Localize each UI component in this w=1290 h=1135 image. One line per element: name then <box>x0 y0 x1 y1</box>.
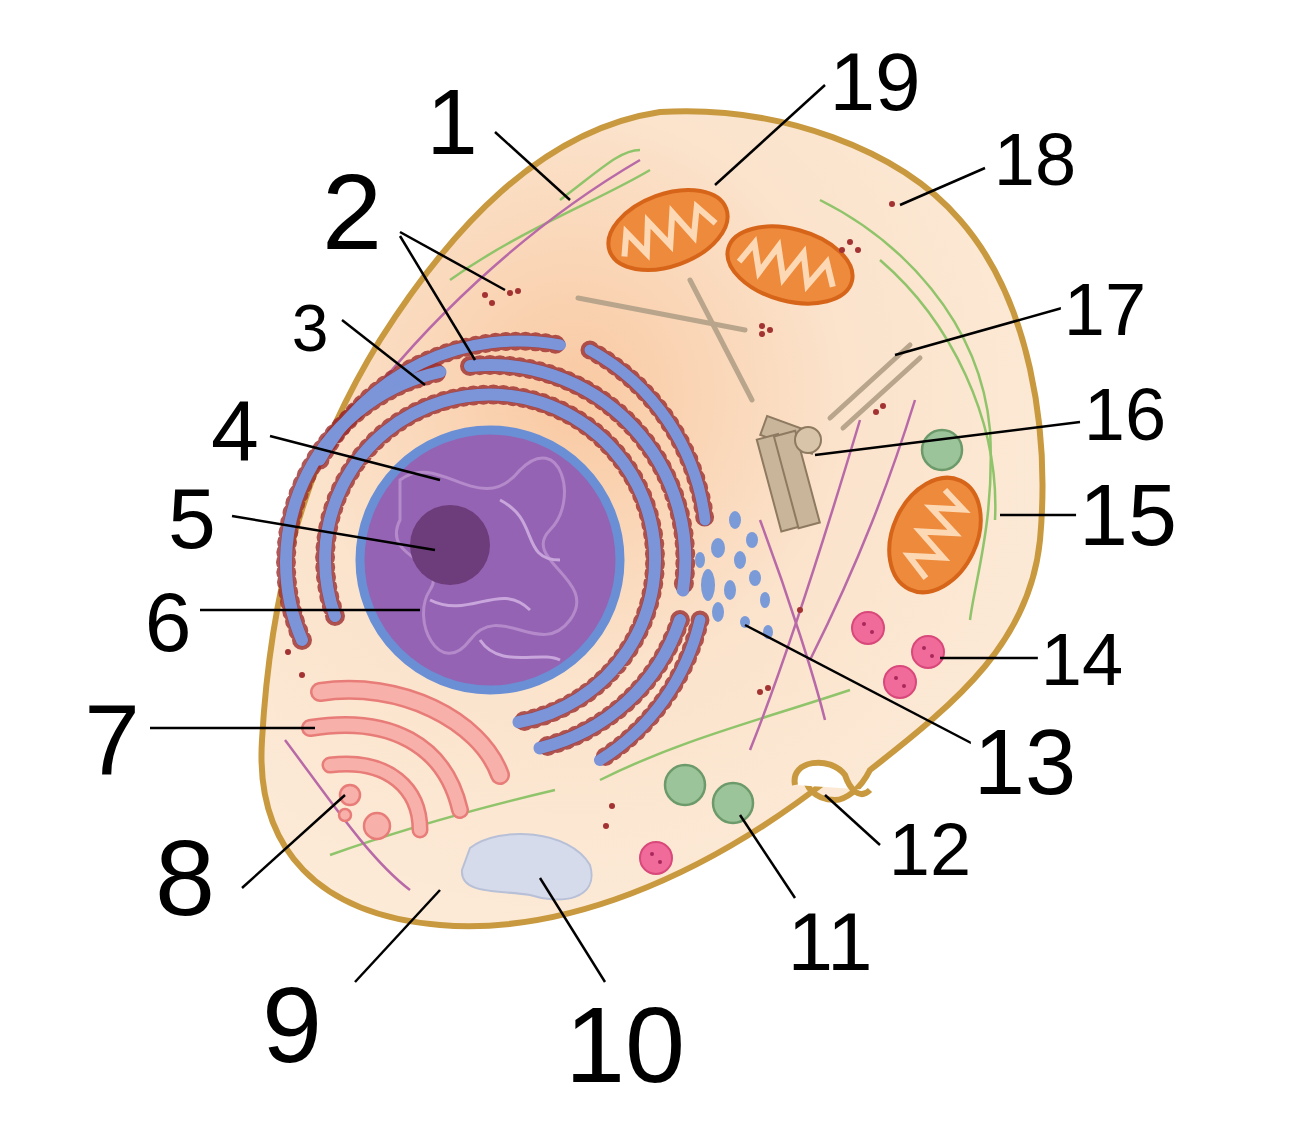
callout-number: 16 <box>1081 378 1169 452</box>
callout-number: 12 <box>886 813 974 887</box>
callout-number: 9 <box>259 971 325 1079</box>
centrosome <box>757 416 821 531</box>
filaments <box>285 150 995 890</box>
callout-number: 18 <box>991 123 1079 197</box>
callout-number: 2 <box>319 158 385 266</box>
golgi-vesicles <box>339 785 390 839</box>
callout-number: 15 <box>1076 471 1180 559</box>
callout-number: 4 <box>208 387 262 473</box>
callout-number: 19 <box>826 41 923 123</box>
callout-number: 13 <box>971 716 1079 808</box>
callout-number: 6 <box>142 580 195 664</box>
peroxisomes <box>665 430 962 823</box>
callout-number: 3 <box>289 295 332 361</box>
ribosomes <box>285 201 895 829</box>
leader-lines <box>150 85 1080 982</box>
smooth-er <box>695 511 773 639</box>
callout-number: 8 <box>152 824 218 932</box>
callout-number: 5 <box>165 475 219 561</box>
callout-number: 17 <box>1061 273 1149 347</box>
callout-number: 11 <box>784 901 875 983</box>
vacuole <box>462 834 592 900</box>
endocytic-pocket <box>795 763 870 794</box>
callout-number: 14 <box>1038 623 1126 697</box>
callout-number: 7 <box>81 690 143 790</box>
callout-number: 10 <box>562 991 688 1099</box>
cell-membrane <box>261 111 1042 926</box>
microtubules <box>578 280 920 428</box>
callout-number: 1 <box>423 76 480 168</box>
golgi <box>310 690 500 830</box>
